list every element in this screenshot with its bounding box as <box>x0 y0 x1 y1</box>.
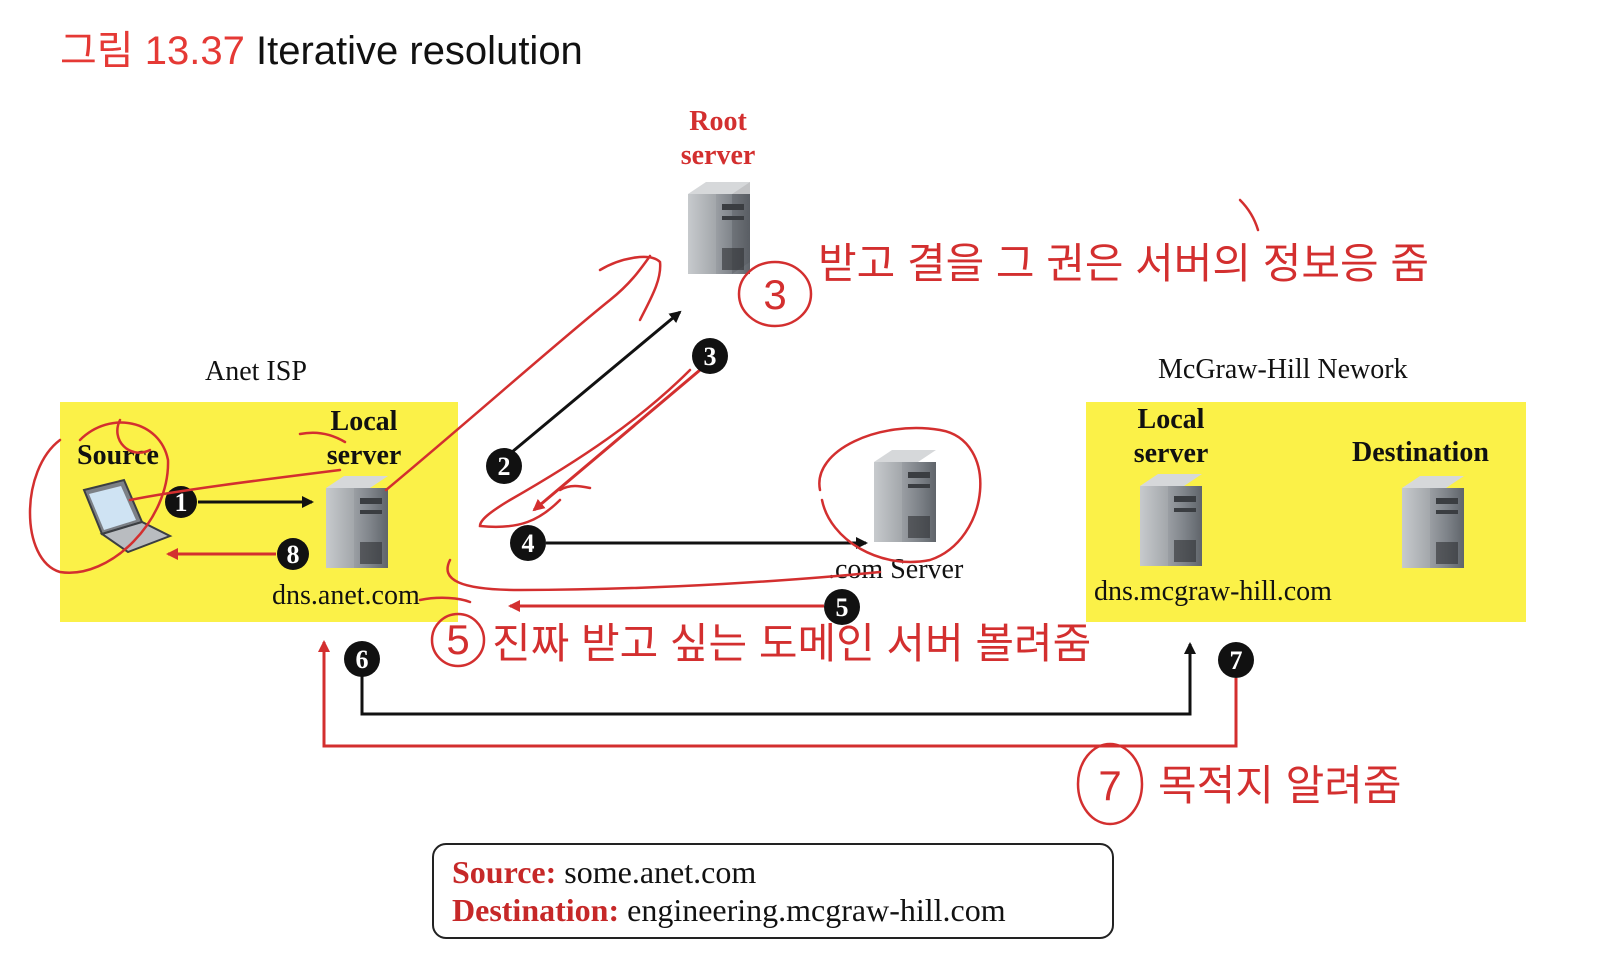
step-badge-2: 2 <box>486 448 522 484</box>
mcgraw-local-server-icon <box>1140 474 1202 566</box>
svg-text:4: 4 <box>522 529 535 558</box>
step-badge-4: 4 <box>510 525 546 561</box>
legend-destination-key: Destination: <box>452 892 620 928</box>
arrow-step-6 <box>360 642 1196 716</box>
root-server-label-1: Root <box>689 106 747 137</box>
figure-number: 13.37 <box>144 29 245 73</box>
svg-text:1: 1 <box>175 488 188 517</box>
step-badge-6: 6 <box>344 641 380 677</box>
step-badge-8: 8 <box>277 538 309 570</box>
step-badge-7: 7 <box>1218 642 1254 678</box>
svg-text:3: 3 <box>763 271 786 318</box>
mcgraw-network-label: McGraw-Hill Nework <box>1158 354 1408 385</box>
figure-caption: Iterative resolution <box>255 29 583 73</box>
svg-text:5: 5 <box>836 593 849 622</box>
legend-destination-value: engineering.mcgraw-hill.com <box>627 892 1006 928</box>
figure-title: 그림 13.37 Iterative resolution <box>60 18 583 76</box>
com-server-icon <box>874 450 936 542</box>
ink-circle-3: 3 <box>737 260 813 328</box>
anet-local-server-label-2: server <box>326 440 402 471</box>
anet-dns-name: dns.anet.com <box>272 580 420 611</box>
mcgraw-dns-name: dns.mcgraw-hill.com <box>1094 576 1332 607</box>
legend-box: Source: some.anet.com Destination: engin… <box>432 843 1114 939</box>
com-server-label: .com Server <box>828 554 964 585</box>
svg-text:3: 3 <box>704 342 717 371</box>
destination-label: Destination <box>1352 437 1489 468</box>
anet-local-server-icon <box>326 476 388 568</box>
root-server-label-2: server <box>680 140 756 171</box>
svg-text:8: 8 <box>287 540 300 569</box>
mcgraw-local-server-label-2: server <box>1133 438 1209 469</box>
root-server-icon <box>688 182 750 274</box>
step-badge-1: 1 <box>165 486 197 518</box>
anet-isp-label: Anet ISP <box>205 356 307 387</box>
step-badge-3: 3 <box>692 338 728 374</box>
step-badge-5: 5 <box>824 589 860 625</box>
ink-circle-7: 7 <box>1076 742 1144 826</box>
laptop-icon <box>82 478 173 554</box>
figure-prefix: 그림 <box>60 29 134 73</box>
arrow-step-2 <box>511 310 682 454</box>
ink-strokes <box>28 198 1260 604</box>
anet-local-server-label-1: Local <box>330 406 398 437</box>
legend-source-value: some.anet.com <box>564 854 757 890</box>
svg-text:6: 6 <box>356 645 369 674</box>
legend-source-key: Source: <box>452 854 557 890</box>
svg-text:7: 7 <box>1230 646 1243 675</box>
ink-circle-5: 5 <box>430 612 486 668</box>
arrow-step-3 <box>532 368 701 512</box>
ink-note-5: 진짜 받고 싶는 도메인 서버 볼려줌 <box>492 620 1091 667</box>
svg-text:2: 2 <box>498 452 511 481</box>
mcgraw-local-server-label-1: Local <box>1137 404 1205 435</box>
ink-note-7: 목적지 알려줌 <box>1158 762 1402 809</box>
destination-server-icon <box>1402 476 1464 568</box>
ink-note-3: 받고 결을 그 권은 서버의 정보응 줌 <box>818 240 1429 287</box>
source-label: Source <box>77 440 159 471</box>
arrow-step-7 <box>318 640 1238 748</box>
svg-text:7: 7 <box>1098 762 1121 809</box>
svg-text:5: 5 <box>446 616 469 663</box>
